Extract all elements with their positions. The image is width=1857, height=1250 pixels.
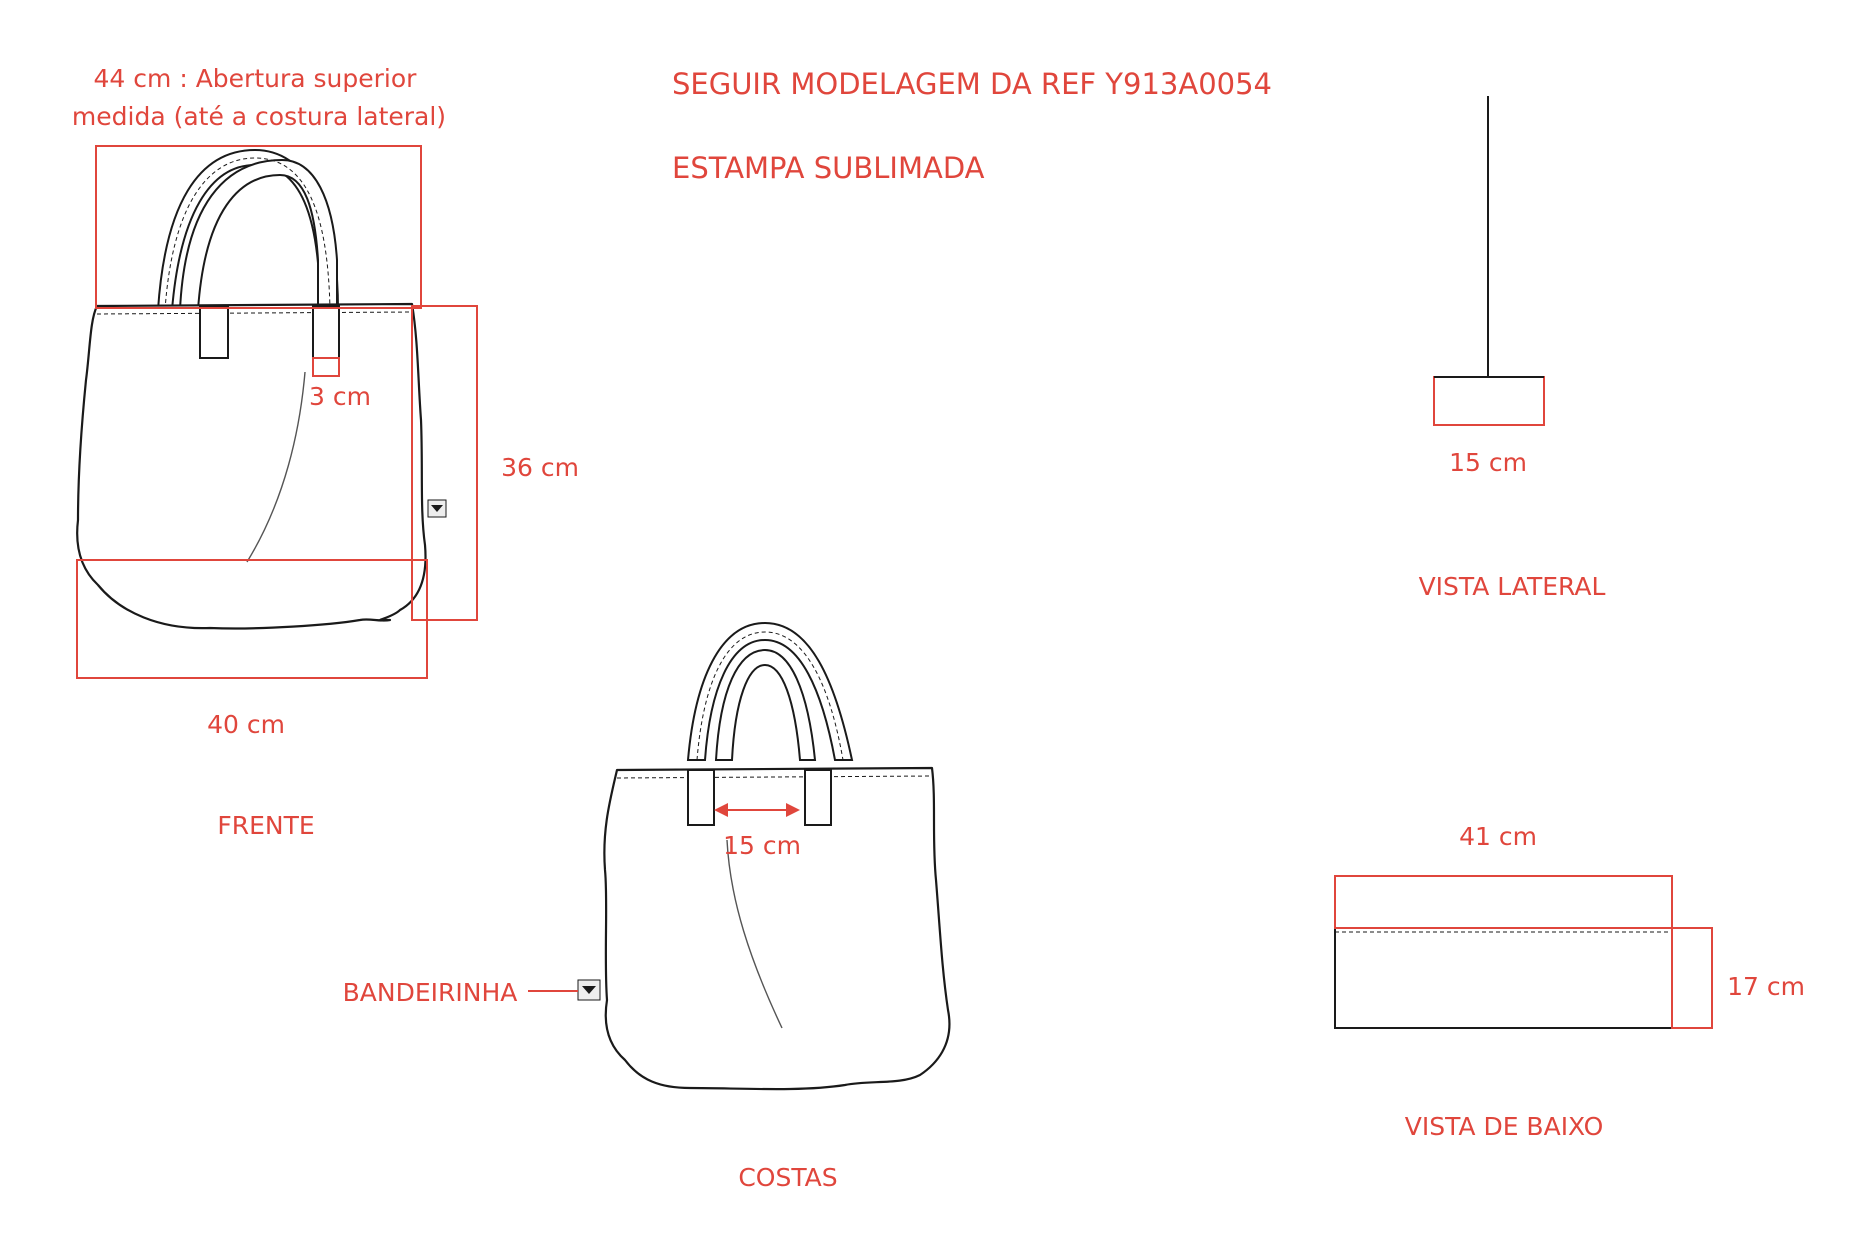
reference-note: SEGUIR MODELAGEM DA REF Y913A0054	[672, 67, 1272, 101]
front-top-hem	[96, 311, 413, 315]
bottom-view-width-label: 41 cm	[1459, 822, 1537, 851]
back-tab-right	[804, 769, 832, 826]
back-flag-label: BANDEIRINHA	[343, 978, 518, 1007]
side-view-body	[1433, 376, 1545, 426]
front-width-label: 40 cm	[207, 710, 285, 739]
front-view	[76, 145, 478, 679]
front-handle-right	[178, 158, 338, 359]
front-opening-label-2: medida (até a costura lateral)	[72, 102, 446, 131]
back-gap-label: 15 cm	[723, 831, 801, 860]
front-height-dimension	[411, 305, 478, 621]
back-fold-line	[726, 839, 783, 1029]
side-view	[1433, 96, 1545, 426]
side-view-caption: VISTA LATERAL	[1419, 572, 1606, 601]
bottom-view-body	[1334, 927, 1673, 1029]
back-handle-stitch	[696, 631, 844, 761]
front-opening-dimension	[95, 145, 422, 309]
front-height-label: 36 cm	[501, 453, 579, 482]
front-opening-label-1: 44 cm : Abertura superior	[94, 64, 418, 93]
front-caption: FRENTE	[217, 811, 314, 840]
back-flag-logo-icon	[582, 986, 596, 994]
bottom-view-depth-label: 17 cm	[1727, 972, 1805, 1001]
front-flag-logo-icon	[431, 505, 443, 512]
back-tab-left	[687, 769, 715, 826]
back-gap-arrow-right-icon	[786, 803, 800, 817]
bottom-view-depth-dimension	[1671, 927, 1713, 1029]
back-top-hem	[616, 775, 933, 779]
back-handle-inner	[714, 648, 817, 761]
back-caption: COSTAS	[738, 1163, 837, 1192]
front-width-dimension	[76, 559, 428, 679]
front-tab-dimension	[312, 357, 340, 377]
front-fold-line	[246, 371, 306, 563]
front-tab-left	[199, 305, 229, 359]
bottom-view	[1334, 875, 1713, 1029]
bottom-view-caption: VISTA DE BAIXO	[1405, 1112, 1604, 1141]
back-handle-outer	[686, 621, 854, 761]
back-view	[528, 621, 951, 1091]
back-bag-body	[603, 766, 951, 1091]
back-gap-arrow-left-icon	[714, 803, 728, 817]
front-bag-body	[76, 302, 427, 630]
print-note: ESTAMPA SUBLIMADA	[672, 151, 985, 185]
front-handle-stitch	[164, 157, 331, 311]
front-tab-label: 3 cm	[309, 382, 371, 411]
side-view-depth-label: 15 cm	[1449, 448, 1527, 477]
bottom-view-width-dimension	[1334, 875, 1673, 929]
front-tab-right	[312, 305, 340, 359]
